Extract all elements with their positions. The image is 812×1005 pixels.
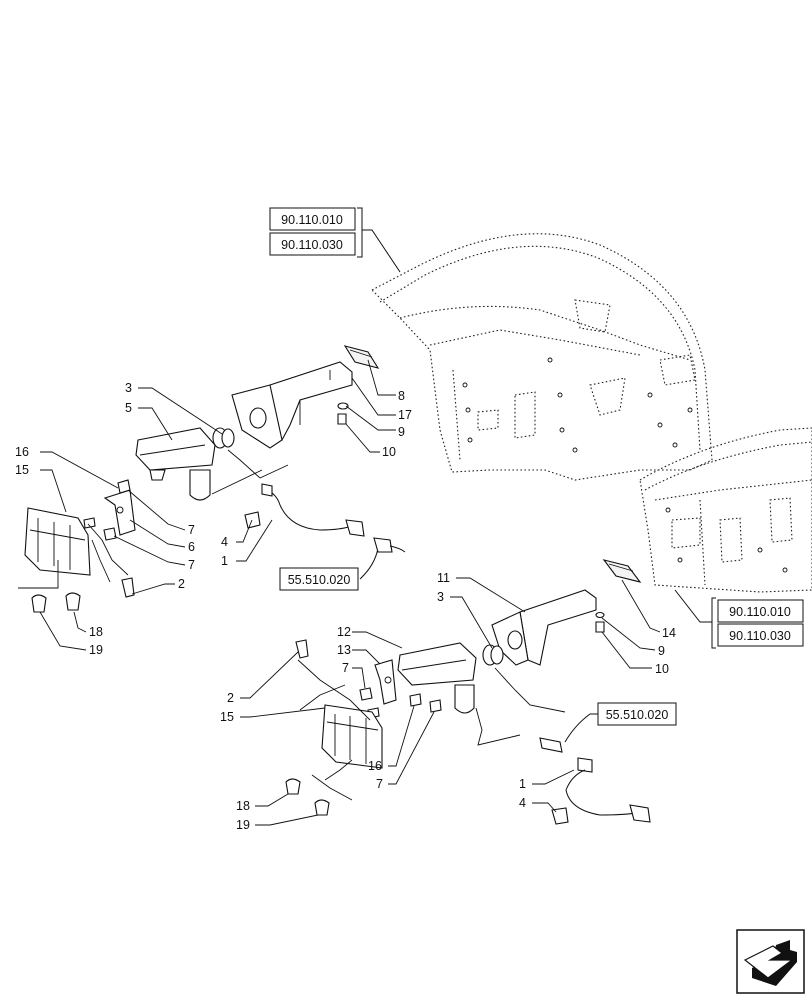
lower-grommet-3 <box>482 644 504 666</box>
upper-headlamp-15 <box>24 507 91 576</box>
callout-9-lower: 9 <box>658 644 665 658</box>
callout-7b-lower: 7 <box>376 777 383 791</box>
upper-fender <box>371 233 713 481</box>
ref-top-1[interactable]: 90.110.010 <box>281 213 343 227</box>
next-page-arrow-icon[interactable] <box>736 929 805 994</box>
callout-6-upper: 6 <box>188 540 195 554</box>
upper-reflector-8 <box>343 345 380 369</box>
callout-3-upper: 3 <box>125 381 132 395</box>
lower-screw-9 <box>595 611 605 633</box>
lower-harness <box>539 737 651 825</box>
callout-4-upper: 4 <box>221 535 228 549</box>
callout-18-lower: 18 <box>236 799 250 813</box>
ref-right-1[interactable]: 90.110.010 <box>729 605 791 619</box>
lower-bracket-13 <box>374 659 397 705</box>
ref-right-2[interactable]: 90.110.030 <box>729 629 791 643</box>
callout-15-lower: 15 <box>220 710 234 724</box>
callout-8-upper: 8 <box>398 389 405 403</box>
lower-bolts <box>359 687 442 719</box>
callout-10-lower: 10 <box>655 662 669 676</box>
callout-16-lower: 16 <box>368 759 382 773</box>
callout-11-lower: 11 <box>437 571 450 585</box>
upper-bulbs <box>31 592 81 613</box>
lower-reflector-14 <box>602 559 642 583</box>
callout-18-upper: 18 <box>89 625 103 639</box>
upper-grommet-3 <box>212 427 235 449</box>
callout-7b-upper: 7 <box>188 558 195 572</box>
lower-bracket-11 <box>491 589 597 666</box>
ref-top-2[interactable]: 90.110.030 <box>281 238 343 252</box>
ref-wiring-right[interactable]: 55.510.020 <box>606 708 669 722</box>
callout-3-lower: 3 <box>437 590 444 604</box>
callout-13-lower: 13 <box>337 643 351 657</box>
callout-2-lower: 2 <box>227 691 234 705</box>
ref-wiring-left[interactable]: 55.510.020 <box>288 573 351 587</box>
upper-harness <box>244 483 406 553</box>
callout-9-upper: 9 <box>398 425 405 439</box>
ref-box-wiring-left[interactable]: 55.510.020 <box>279 547 379 591</box>
callout-15-upper: 15 <box>15 463 29 477</box>
ref-box-top[interactable]: 90.110.010 90.110.030 <box>269 207 401 273</box>
callout-17-upper: 17 <box>398 408 412 422</box>
callout-1-lower: 1 <box>519 777 526 791</box>
upper-bolts <box>83 479 131 541</box>
upper-bracket <box>231 361 353 449</box>
upper-lamp-housing-5 <box>135 427 216 501</box>
callout-14-lower: 14 <box>662 626 676 640</box>
callout-19-upper: 19 <box>89 643 103 657</box>
callout-4-lower: 4 <box>519 796 526 810</box>
callout-7a-lower: 7 <box>342 661 349 675</box>
fender-bolt-holes <box>462 357 693 453</box>
callout-16-upper: 16 <box>15 445 29 459</box>
upper-bracket-6 <box>103 489 136 536</box>
callouts-lower: 11 3 12 13 7 2 15 16 7 14 9 10 1 4 18 19 <box>220 571 676 832</box>
upper-clip-2 <box>121 577 135 598</box>
callout-1-upper: 1 <box>221 554 228 568</box>
ref-box-wiring-right[interactable]: 55.510.020 <box>564 702 677 743</box>
callout-7a-upper: 7 <box>188 523 195 537</box>
callouts-upper: 3 5 8 17 9 10 16 15 7 6 7 4 1 2 18 19 <box>15 359 412 657</box>
callout-5-upper: 5 <box>125 401 132 415</box>
lower-clip-2 <box>295 639 309 659</box>
callout-2-upper: 2 <box>178 577 185 591</box>
callout-12-lower: 12 <box>337 625 351 639</box>
callout-10-upper: 10 <box>382 445 396 459</box>
ref-box-right[interactable]: 90.110.010 90.110.030 <box>674 589 804 649</box>
lower-lamp-housing-12 <box>397 642 477 714</box>
lower-bulbs <box>285 778 330 816</box>
lower-fender <box>639 427 812 593</box>
lower-headlamp-15 <box>321 704 383 769</box>
callout-19-lower: 19 <box>236 818 250 832</box>
